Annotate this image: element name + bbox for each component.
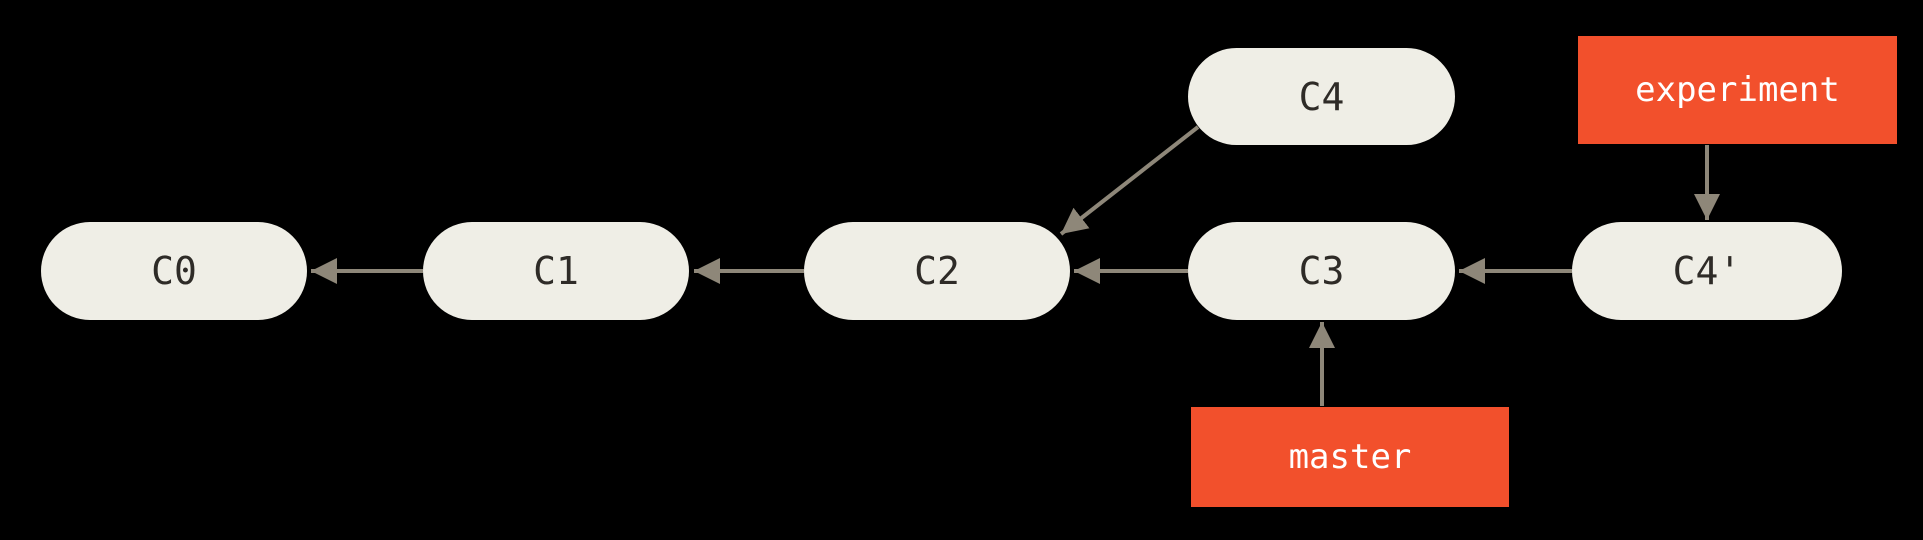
edge-c4-c2: [1059, 125, 1200, 236]
commit-node-c0: C0: [41, 222, 307, 320]
commit-node-c4-prime: C4': [1572, 222, 1842, 320]
commit-node-c2: C2: [804, 222, 1070, 320]
branch-label-experiment: experiment: [1578, 36, 1897, 144]
commit-node-c4: C4: [1188, 48, 1455, 145]
branch-label-master: master: [1191, 407, 1509, 507]
commit-node-c3: C3: [1188, 222, 1455, 320]
commit-node-c1: C1: [423, 222, 689, 320]
